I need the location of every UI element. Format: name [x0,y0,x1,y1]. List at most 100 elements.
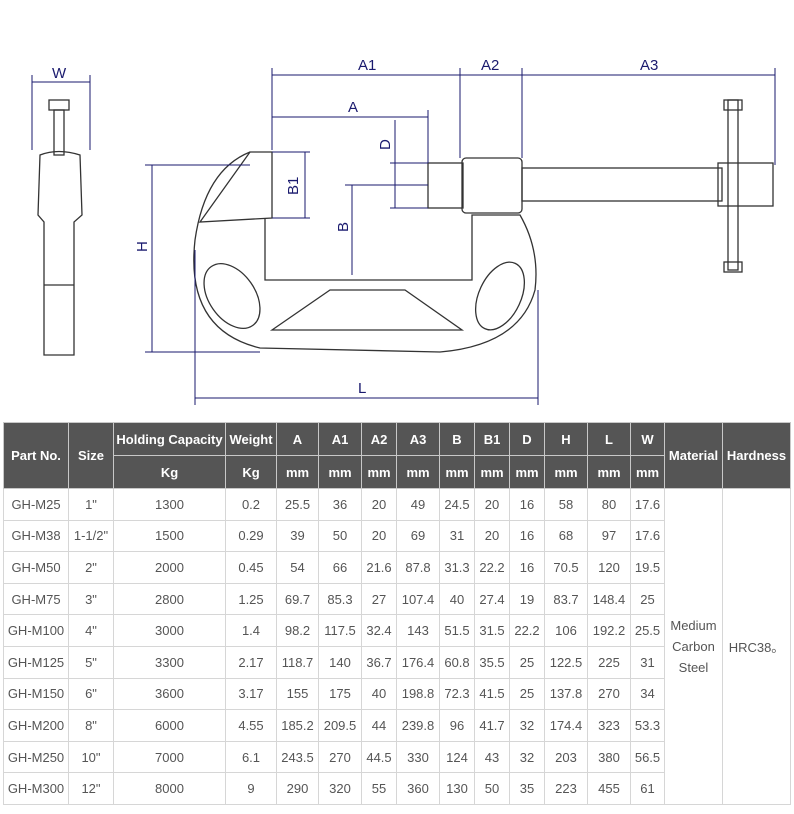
table-cell: 97 [587,519,631,553]
table-cell: 120 [587,551,631,584]
unit-holding-capacity: Kg [113,455,226,489]
table-cell: 35.5 [474,645,510,679]
table-cell: 41.7 [474,709,510,742]
unit-mm: mm [587,455,631,489]
table-cell: 3000 [113,614,226,647]
table-cell: 2800 [113,582,226,616]
table-cell: 192.2 [587,614,631,647]
table-cell: 19.5 [630,551,665,584]
table-cell: 330 [396,740,440,774]
table-cell: 16 [509,519,545,553]
dim-label-h: H [134,241,151,252]
table-cell: 70.5 [544,551,588,584]
table-cell: 6" [68,677,114,711]
table-cell: 96 [439,709,475,742]
table-cell: 9 [225,772,277,805]
clamp-side-view [37,99,83,356]
table-cell: 1-1/2" [68,519,114,553]
table-cell: 290 [276,772,319,805]
table-cell: 68 [544,519,588,553]
header-a1: A1 [318,422,362,456]
table-cell: 380 [587,740,631,774]
table-cell: 175 [318,677,362,711]
table-cell: 1500 [113,519,226,553]
table-cell: 122.5 [544,645,588,679]
table-cell: 43 [474,740,510,774]
table-cell: 1" [68,488,114,521]
header-a2: A2 [361,422,397,456]
table-cell: 360 [396,772,440,805]
table-cell: 5" [68,645,114,679]
table-cell: GH-M250 [3,740,69,774]
table-cell: 4" [68,614,114,647]
dim-label-a: A [348,99,358,116]
table-cell: 243.5 [276,740,319,774]
table-cell: 137.8 [544,677,588,711]
header-part-no: Part No. [3,422,69,489]
table-cell: 124 [439,740,475,774]
header-w: W [630,422,665,456]
table-cell: 35 [509,772,545,805]
dim-label-a2: A2 [481,57,499,74]
table-cell: 10" [68,740,114,774]
table-cell: 143 [396,614,440,647]
table-cell: 1.25 [225,582,277,616]
table-cell: 40 [439,582,475,616]
table-cell: 270 [318,740,362,774]
unit-weight: Kg [225,455,277,489]
table-cell: 60.8 [439,645,475,679]
table-cell: 117.5 [318,614,362,647]
table-cell: 21.6 [361,551,397,584]
table-cell: 61 [630,772,665,805]
table-cell: GH-M200 [3,709,69,742]
dim-label-d: D [377,139,394,150]
dim-label-a3: A3 [640,57,658,74]
table-cell: 106 [544,614,588,647]
table-cell: 3600 [113,677,226,711]
table-cell: 25.5 [276,488,319,521]
table-cell: 55 [361,772,397,805]
dim-label-a1: A1 [358,57,376,74]
table-cell: 140 [318,645,362,679]
header-weight: Weight [225,422,277,456]
table-cell: 4.55 [225,709,277,742]
table-cell: 32.4 [361,614,397,647]
dim-label-w: W [52,65,67,82]
table-cell: 34 [630,677,665,711]
table-cell: 36 [318,488,362,521]
table-cell: 19 [509,582,545,616]
table-cell: 27 [361,582,397,616]
table-cell: 6000 [113,709,226,742]
table-cell: 0.2 [225,488,277,521]
table-cell: 50 [318,519,362,553]
table-cell: 8" [68,709,114,742]
dim-label-b1: B1 [285,177,302,195]
table-cell: GH-M100 [3,614,69,647]
table-cell: 176.4 [396,645,440,679]
table-cell: 44 [361,709,397,742]
unit-mm: mm [439,455,475,489]
header-a: A [276,422,319,456]
unit-mm: mm [396,455,440,489]
table-cell: 225 [587,645,631,679]
header-h: H [544,422,588,456]
dimension-lines [31,68,776,405]
table-cell: 31 [630,645,665,679]
table-cell: 16 [509,551,545,584]
table-cell: GH-M125 [3,645,69,679]
table-cell: 223 [544,772,588,805]
table-cell: 22.2 [509,614,545,647]
table-cell: 16 [509,488,545,521]
unit-mm: mm [276,455,319,489]
unit-mm: mm [361,455,397,489]
table-cell: 2000 [113,551,226,584]
table-cell: 25 [630,582,665,616]
table-cell: 83.7 [544,582,588,616]
unit-mm: mm [318,455,362,489]
table-cell: 2.17 [225,645,277,679]
